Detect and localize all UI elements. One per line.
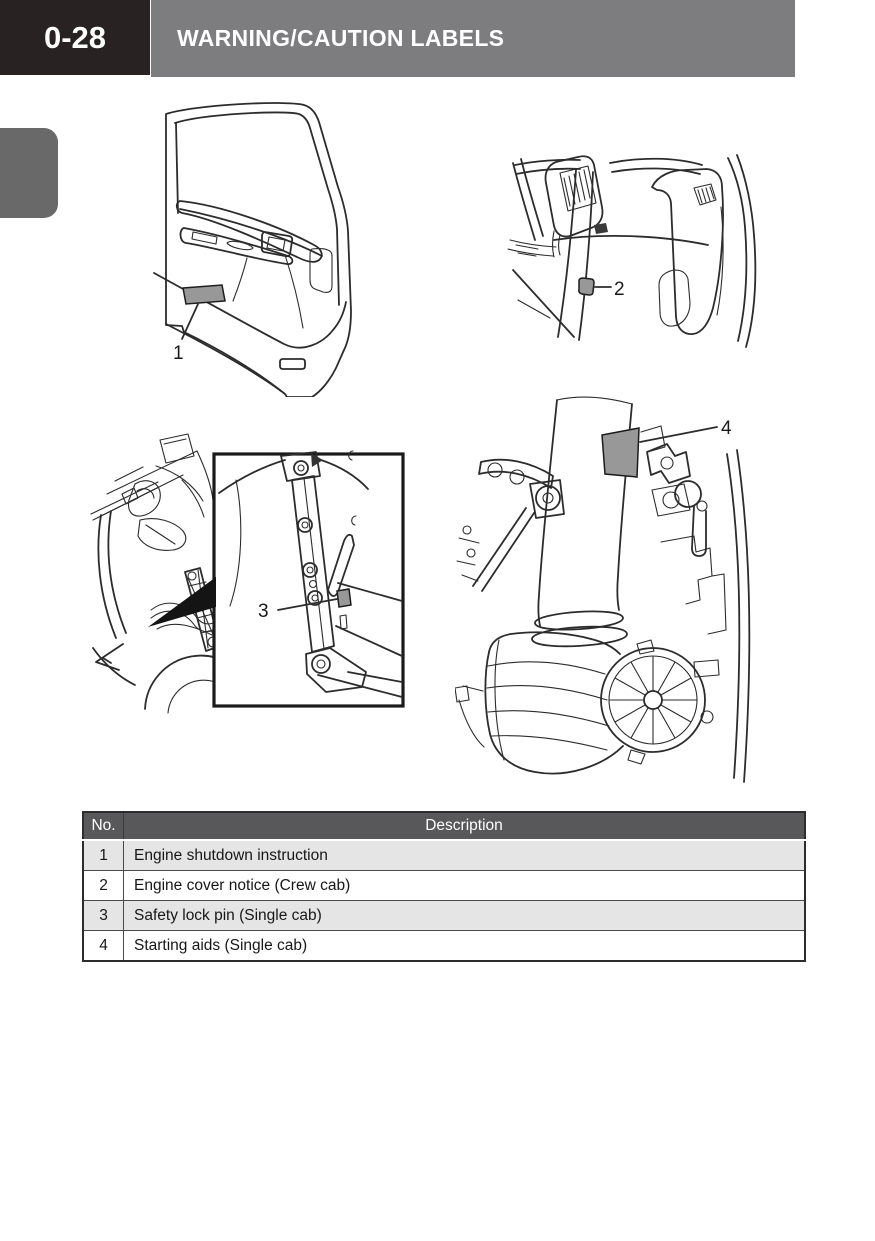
callout-2-number: 2: [614, 279, 625, 300]
row-description: Starting aids (Single cab): [123, 930, 806, 962]
section-title-bar: WARNING/CAUTION LABELS: [151, 0, 795, 77]
row-number: 2: [82, 870, 124, 901]
row-number: 1: [82, 839, 124, 871]
callout-3-leader-line: [277, 598, 338, 611]
callout-1-leader-line: [181, 303, 199, 340]
door-outline: [165, 102, 352, 397]
page-number-box: 0-28: [0, 0, 150, 75]
starting-aids-figure: 4: [455, 390, 775, 790]
starting-aids-illustration: 4: [455, 396, 751, 783]
warning-label-2: [578, 277, 595, 296]
dashboard-outline: [512, 155, 703, 241]
table-row: 2 Engine cover notice (Crew cab): [82, 870, 806, 901]
table-header-description: Description: [123, 811, 806, 841]
air-cleaner-housing: [484, 631, 714, 775]
magnifier-pointer-wedge: [148, 577, 216, 627]
table-row: 4 Starting aids (Single cab): [82, 930, 806, 962]
warning-label-1: [182, 284, 226, 305]
warning-label-4: [601, 427, 640, 478]
callout-4-number: 4: [721, 418, 732, 439]
tilt-direction-arrow: [95, 643, 124, 671]
table-row: 3 Safety lock pin (Single cab): [82, 900, 806, 931]
callout-4-leader-line: [639, 426, 718, 443]
side-vent: [693, 183, 717, 206]
row-number: 3: [82, 900, 124, 931]
table-row: 1 Engine shutdown instruction: [82, 839, 806, 871]
row-description: Engine cover notice (Crew cab): [123, 870, 806, 901]
row-description: Safety lock pin (Single cab): [123, 900, 806, 931]
detail-inset-box: [212, 452, 405, 708]
callout-3-number: 3: [258, 601, 269, 622]
row-number: 4: [82, 930, 124, 962]
page-title: WARNING/CAUTION LABELS: [177, 25, 505, 51]
door-interior-illustration: 1: [153, 102, 352, 397]
dashboard-figure: 2: [480, 145, 775, 360]
dash-top-label: [594, 223, 608, 234]
door-trim: [153, 200, 347, 392]
row-description: Engine shutdown instruction: [123, 839, 806, 871]
lock-stay-detail: [218, 450, 403, 698]
table-header-no: No.: [82, 811, 124, 841]
dashboard-illustration: 2: [507, 154, 757, 348]
safety-lock-pin-figure: 3: [85, 420, 415, 720]
warning-label-3: [336, 588, 352, 608]
door-interior-figure: 1: [135, 97, 400, 397]
labels-description-table: No. Description 1 Engine shutdown instru…: [82, 811, 806, 962]
safety-lock-pin-illustration: 3: [90, 433, 405, 714]
fender-and-mounts: [455, 425, 751, 783]
page-number: 0-28: [43, 19, 107, 55]
callout-1-number: 1: [173, 343, 184, 364]
section-index-tab: [0, 128, 58, 218]
table-header-row: No. Description: [82, 811, 806, 841]
door-window: [179, 208, 323, 257]
dashboard-panels: [507, 154, 757, 348]
defroster-vent: [559, 165, 597, 212]
